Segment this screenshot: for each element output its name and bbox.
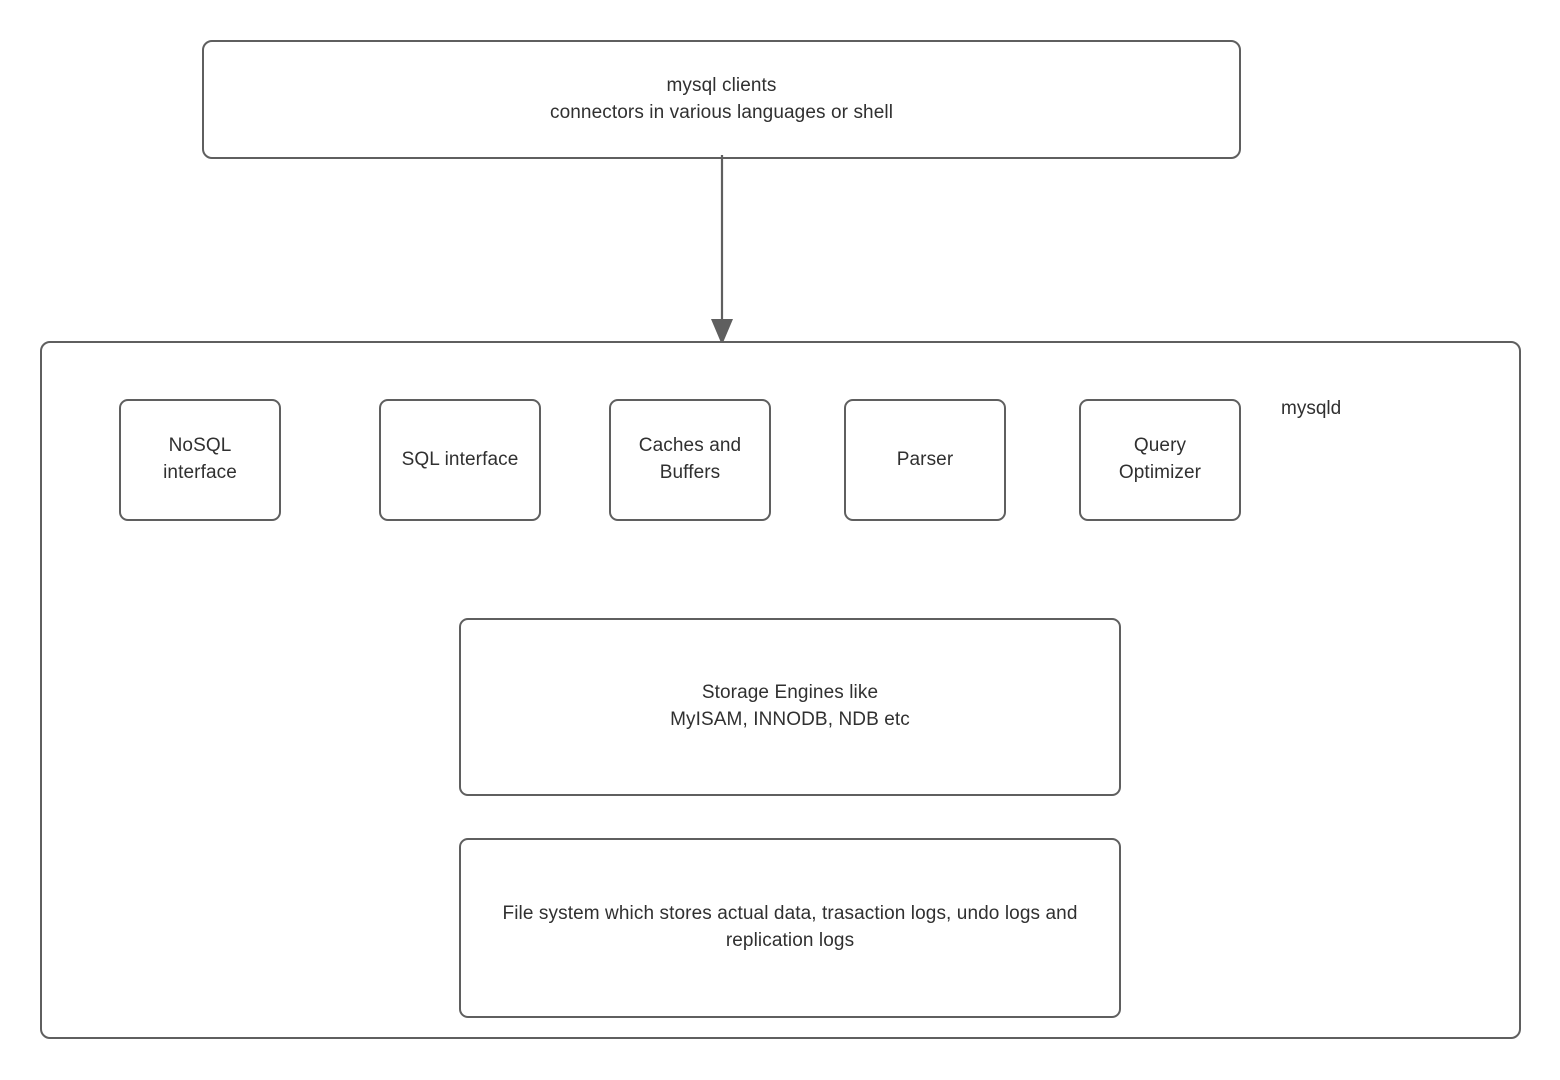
- component-label-caches-and-buffers: Caches and Buffers: [638, 435, 742, 483]
- component-label-parser: Parser: [896, 448, 954, 470]
- mysql-clients-label: mysql clients connectors in various lang…: [549, 74, 894, 123]
- component-label-nosql-interface: NoSQL interface: [163, 435, 237, 483]
- component-query-optimizer[interactable]: Query Optimizer: [1079, 399, 1241, 521]
- component-caches-and-buffers[interactable]: Caches and Buffers: [609, 399, 771, 521]
- component-sql-interface[interactable]: SQL interface: [379, 399, 541, 521]
- arrow-clients-to-mysqld: [672, 155, 772, 347]
- component-nosql-interface[interactable]: NoSQL interface: [119, 399, 281, 521]
- component-label-query-optimizer: Query Optimizer: [1118, 435, 1202, 483]
- component-label-sql-interface: SQL interface: [401, 448, 519, 470]
- storage-engines-label: Storage Engines like MyISAM, INNODB, NDB…: [670, 682, 910, 730]
- storage-engines-box[interactable]: Storage Engines like MyISAM, INNODB, NDB…: [459, 618, 1121, 796]
- mysql-clients-box[interactable]: mysql clients connectors in various lang…: [202, 40, 1241, 159]
- file-system-label: File system which stores actual data, tr…: [502, 903, 1078, 951]
- component-parser[interactable]: Parser: [844, 399, 1006, 521]
- file-system-box[interactable]: File system which stores actual data, tr…: [459, 838, 1121, 1018]
- mysqld-title-label: mysqld: [1281, 398, 1342, 419]
- arrow-icon: [711, 155, 733, 345]
